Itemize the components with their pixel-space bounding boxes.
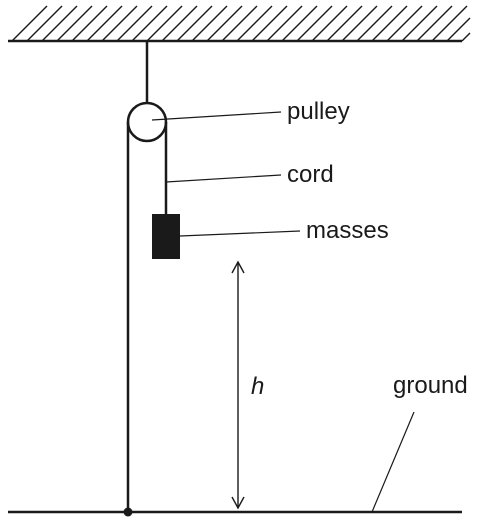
pulley-wheel (126, 101, 168, 143)
hatch-mark (71, 5, 108, 42)
hatch-mark (191, 5, 228, 42)
ground-label: ground (393, 372, 468, 399)
hatch-mark (371, 5, 408, 42)
hatch-mark (86, 5, 123, 42)
masses-leader-line (179, 230, 301, 237)
pulley-label: pulley (287, 98, 350, 125)
hatch-mark (221, 5, 258, 42)
cord-leader-line (165, 174, 282, 183)
hatch-mark (461, 32, 471, 42)
hatch-mark (236, 5, 273, 42)
hatch-mark (41, 5, 78, 42)
hatch-mark (446, 17, 471, 42)
hatch-mark (401, 5, 438, 42)
hatch-mark (326, 5, 363, 42)
ground-leader-line (371, 411, 415, 513)
hatch-mark (356, 5, 393, 42)
hatch-mark (311, 5, 348, 42)
hatch-mark (206, 5, 243, 42)
hatch-mark (431, 5, 468, 42)
hatch-mark (281, 5, 318, 42)
height-arrow (231, 260, 245, 510)
hatch-mark (116, 5, 153, 42)
hatch-mark (176, 5, 213, 42)
masses-block (152, 214, 180, 259)
hatch-mark (101, 5, 138, 42)
hatch-mark (386, 5, 423, 42)
ceiling (8, 5, 471, 43)
hatch-mark (56, 5, 93, 42)
cord-label: cord (287, 161, 334, 188)
hatch-mark (251, 5, 288, 42)
hatch-mark (161, 5, 198, 42)
ceiling-hatch (11, 5, 471, 42)
hatch-mark (146, 5, 183, 42)
hatch-mark (296, 5, 333, 42)
height-label: h (251, 373, 264, 400)
hatch-mark (26, 5, 63, 42)
hatch-mark (131, 5, 168, 42)
masses-label: masses (306, 217, 389, 244)
hatch-mark (416, 5, 453, 42)
hatch-mark (266, 5, 303, 42)
pulley-leader-line (151, 111, 282, 121)
hatch-mark (341, 5, 378, 42)
hatch-mark (11, 5, 48, 42)
